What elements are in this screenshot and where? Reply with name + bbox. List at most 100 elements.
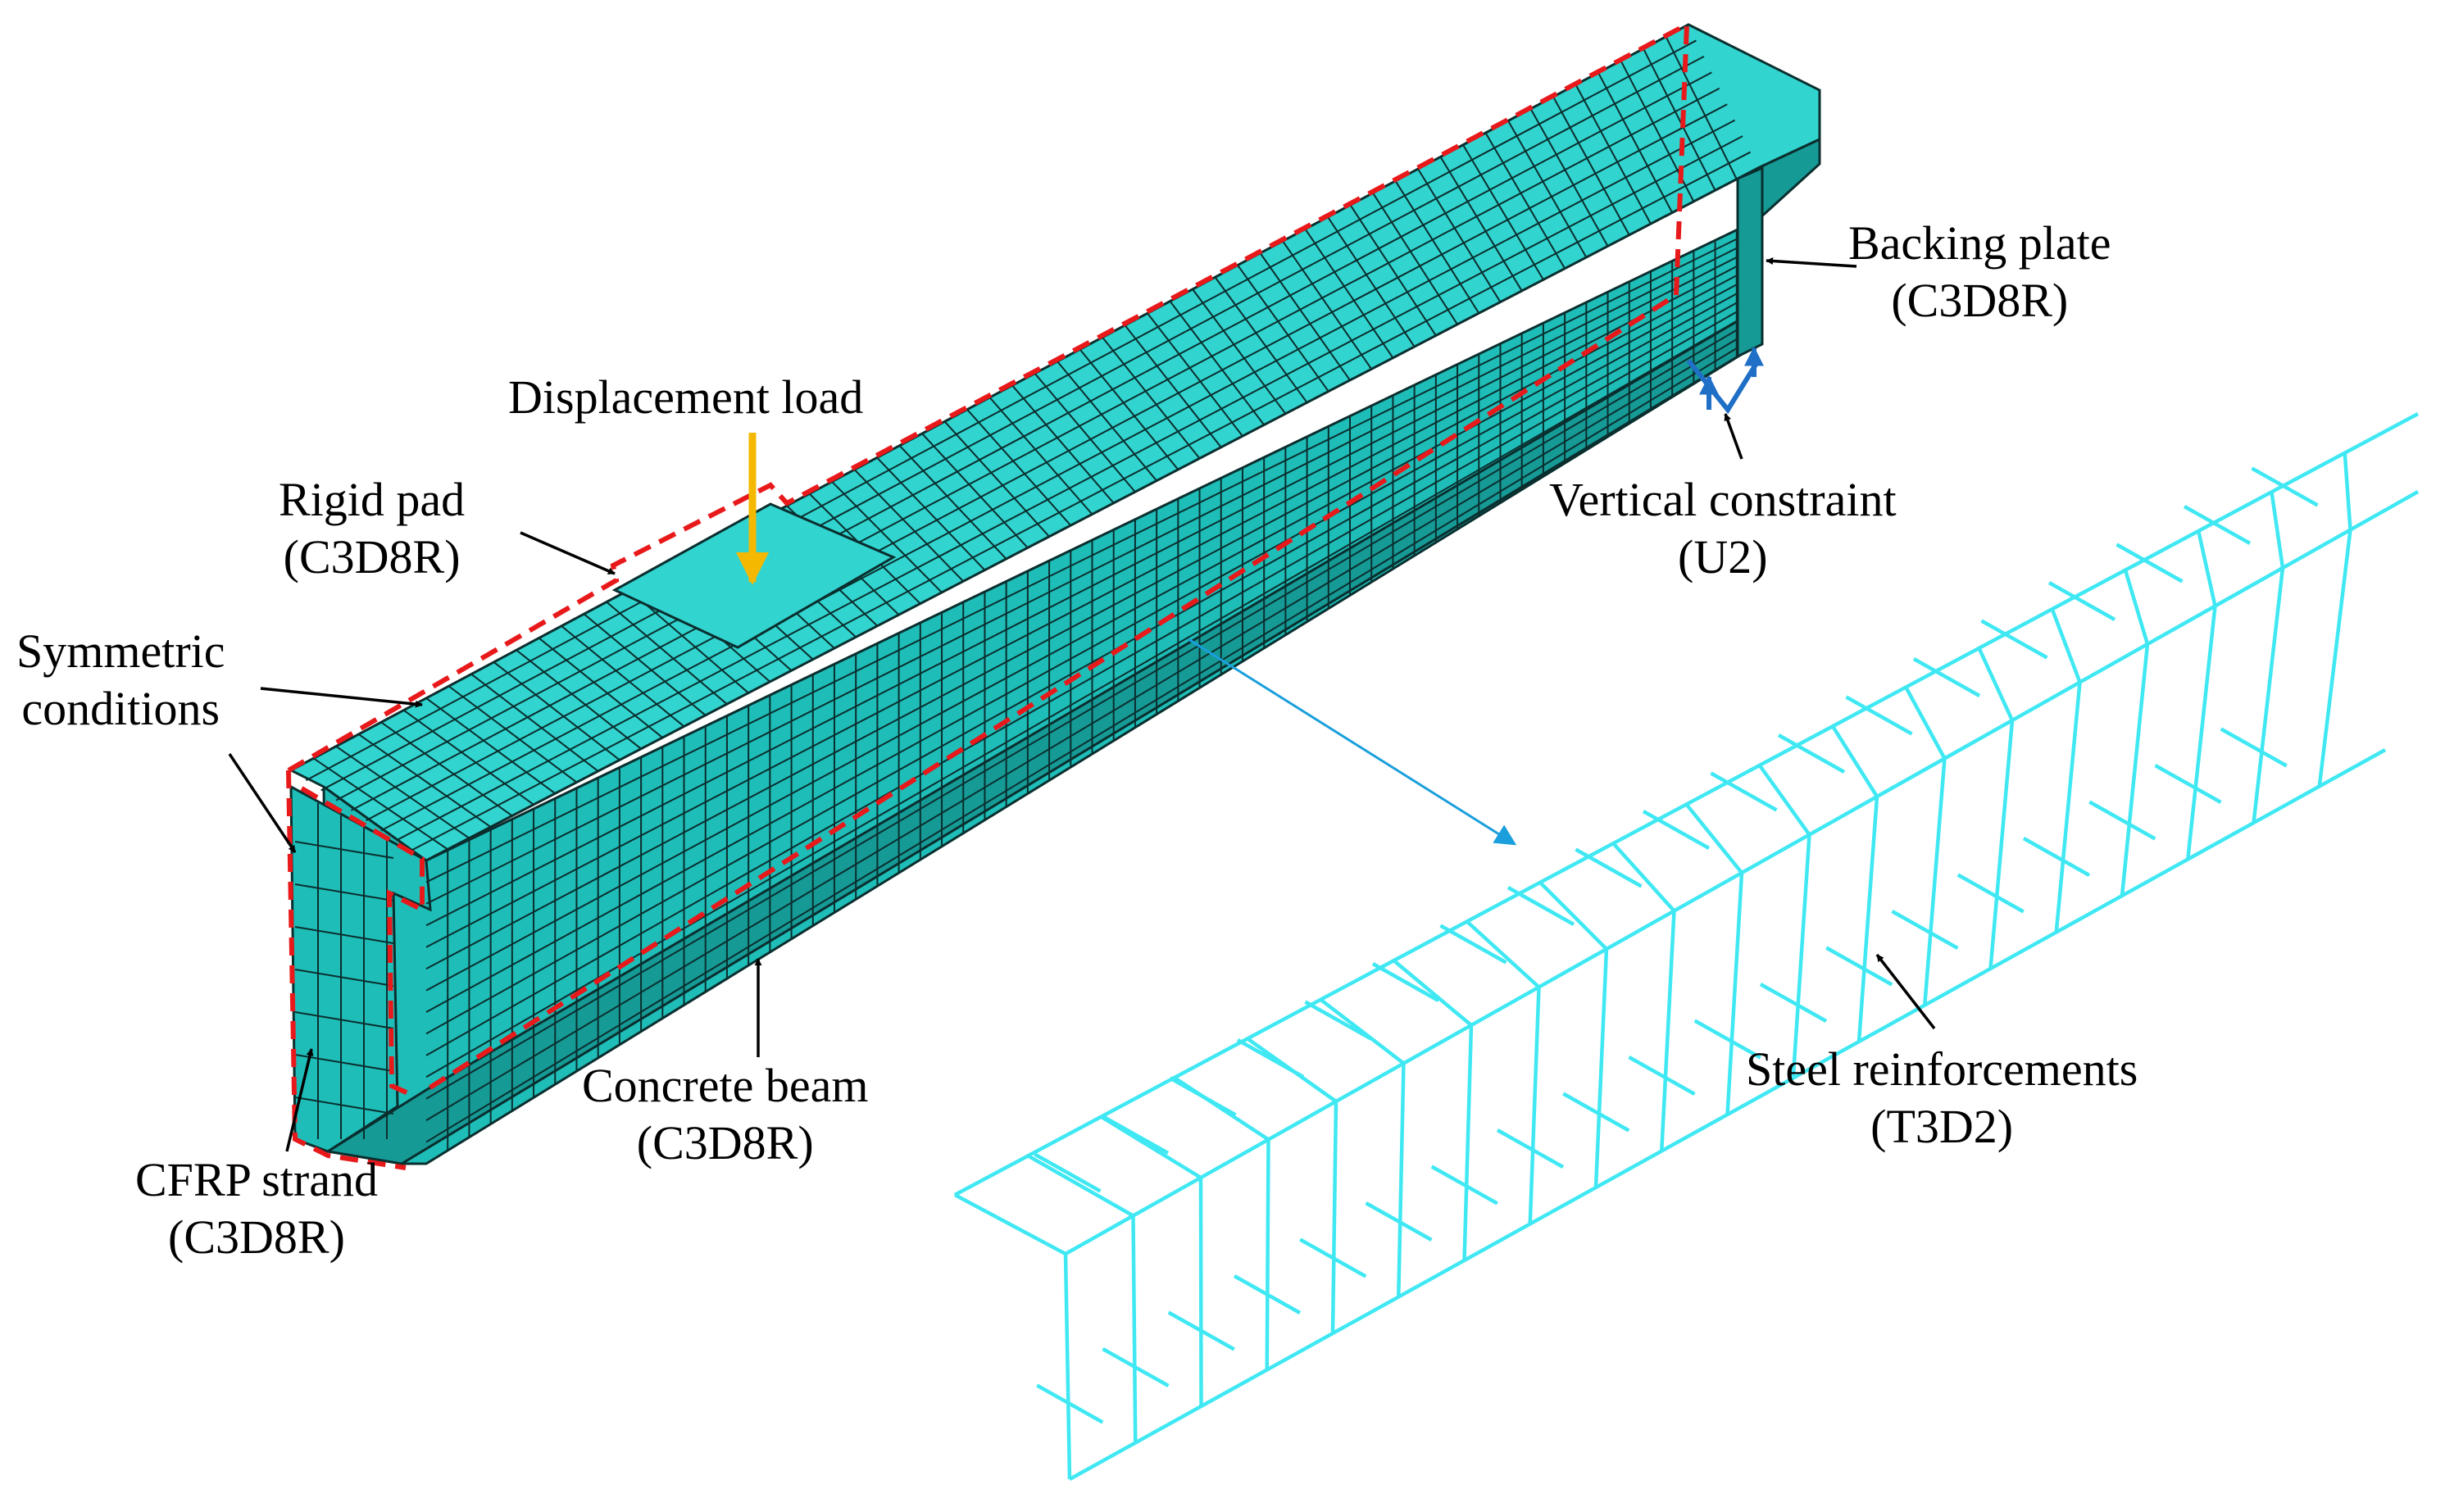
mesh-line [1462, 144, 1544, 280]
rebar-tie [1101, 1115, 1170, 1155]
symmetric-boundary-dashed [286, 20, 1690, 1170]
mesh-line [425, 272, 1759, 992]
mesh-line [294, 883, 394, 901]
steel-reinforcement-cage [953, 412, 2420, 1481]
rebar-tie [2088, 800, 2156, 841]
rebar-tie [1496, 1128, 1565, 1169]
rebar-tie [1956, 873, 2025, 914]
mesh-line [425, 227, 1759, 883]
label-concrete-beam: Concrete beam (C3D8R) [582, 1059, 869, 1169]
label-backing-plate: Backing plate (C3D8R) [1848, 216, 2111, 327]
mesh-line [294, 969, 394, 987]
mesh-line [1643, 48, 1716, 191]
mesh-line [1597, 72, 1674, 213]
rebar-stirrup [1660, 910, 1676, 1151]
rebar-stirrup [2186, 606, 2217, 860]
mesh-line [583, 613, 707, 716]
mesh-line [425, 281, 1759, 1013]
mesh-line [425, 236, 1759, 905]
rebar-tie [1233, 1274, 1302, 1314]
rebar-tie [2047, 581, 2116, 621]
mesh-line [425, 316, 1759, 1100]
rebar-stirrup [1791, 834, 1811, 1078]
rebar-tie [1693, 1019, 1761, 1060]
rebar-stirrup [2050, 608, 2082, 683]
rebar-tie [1371, 962, 1440, 1002]
rebar-stirrup [1977, 647, 2015, 721]
rebar-stirrup [1904, 686, 1947, 760]
mesh-line [1011, 384, 1115, 504]
mesh-line [366, 103, 1728, 821]
rebar-stirrup [1027, 1154, 1134, 1218]
mesh-line [831, 481, 943, 593]
mesh-line [411, 151, 1752, 851]
rebar-stirrup [2054, 682, 2082, 933]
rebar-stirrup [2197, 530, 2217, 606]
mesh-line [294, 1054, 394, 1072]
label-symmetric-conditions: Symmetric conditions [16, 624, 225, 735]
mesh-line [1575, 84, 1652, 225]
mesh-line [1034, 372, 1136, 493]
mesh-line [1124, 325, 1222, 448]
mesh-line [470, 673, 599, 772]
mesh-line [294, 841, 394, 859]
rebar-stirrup [1856, 796, 1879, 1042]
mesh-line [320, 56, 1705, 792]
rebar-stirrup [1319, 997, 1405, 1065]
roller-support-icon [1686, 346, 1764, 415]
rebar-pointer-arrow [1188, 638, 1517, 846]
mesh-line [1304, 228, 1394, 359]
rebar-stirrup [1757, 764, 1811, 836]
label-vertical-constraint: Vertical constraint (U2) [1549, 473, 1897, 583]
mesh-line [988, 397, 1093, 515]
rebar-tie [1980, 619, 2048, 660]
mesh-line [425, 245, 1759, 927]
mesh-line [1282, 240, 1373, 370]
rebar-tie [1034, 1152, 1102, 1193]
mesh-line [1327, 216, 1416, 347]
rebar-stirrup [1988, 720, 2015, 969]
mesh-line [402, 709, 534, 806]
rebar-stirrup [1466, 919, 1541, 989]
label-displacement-load: Displacement load [508, 370, 864, 424]
mesh-line [1372, 192, 1458, 325]
rebar-tie [1169, 1076, 1237, 1117]
rebar-stirrup [1462, 1024, 1474, 1261]
rebar-tie [1304, 1000, 1372, 1041]
rebar-stirrup [2120, 643, 2150, 897]
rebar-tie [2154, 764, 2222, 804]
mesh-line [425, 289, 1759, 1035]
rebar-tie [2183, 505, 2252, 545]
rebar-stirrup [1538, 881, 1608, 951]
mesh-line [305, 39, 1697, 782]
backing-plate [1736, 166, 1764, 359]
mesh-line [898, 445, 1007, 560]
concrete-beam-mesh [288, 23, 1821, 1165]
rebar-tie [1710, 771, 1778, 812]
rebar-end [953, 1193, 1067, 1255]
mesh-line [425, 697, 556, 795]
rebar-stirrup [1684, 803, 1743, 874]
mesh-line [1192, 288, 1287, 415]
rebar-stirrup [1198, 1177, 1203, 1407]
rebar-stirrup [2343, 452, 2352, 530]
rebar-stirrup [1330, 1101, 1338, 1334]
mesh-line [921, 433, 1029, 549]
mesh-line [1079, 348, 1179, 470]
rebar-tie [1642, 810, 1711, 850]
rebar-stirrup [1393, 959, 1473, 1027]
mesh-line [1507, 120, 1588, 258]
rebar-tie [1845, 695, 1913, 736]
mesh-line [1214, 276, 1308, 403]
rebar-tie [2022, 837, 2091, 877]
mesh-line [1552, 96, 1630, 236]
mesh-line [380, 721, 513, 817]
mesh-line [425, 298, 1759, 1056]
mesh-line [1237, 264, 1329, 393]
rebar-tie [1891, 910, 1959, 950]
mesh-line [1349, 204, 1437, 336]
mesh-line [1439, 156, 1523, 292]
mesh-line [493, 661, 620, 761]
mesh-line [425, 334, 1759, 1143]
